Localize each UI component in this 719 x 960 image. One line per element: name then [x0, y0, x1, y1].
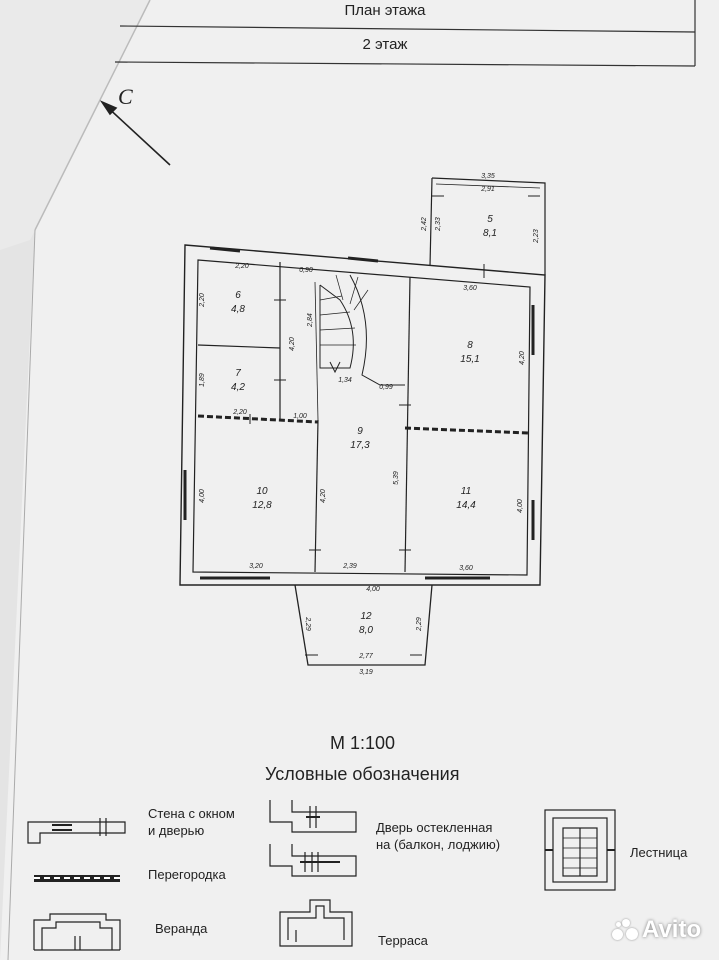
legend-wall-line1: Стена с окном [148, 806, 235, 821]
room-labels: 5 8,1 6 4,8 7 4,2 8 15,1 9 17,3 10 12,8 … [231, 214, 497, 636]
legend-partition-label: Перегородка [148, 867, 226, 882]
dim-label: 4,20 [320, 489, 327, 503]
room-9-num: 9 [357, 426, 363, 437]
dim-label: 4,00 [366, 586, 380, 593]
dim-label: 4,20 [289, 337, 296, 351]
floor-label: 2 этаж [362, 36, 408, 53]
dim-label: 2,20 [234, 263, 249, 270]
dim-label: 1,00 [293, 413, 307, 420]
dim-label: 2,91 [480, 186, 495, 193]
legend-terrace-label: Терраса [378, 933, 428, 948]
legend-wall-line2: и дверью [148, 823, 205, 838]
dim-label: 2,29 [304, 616, 311, 631]
north-label: С [118, 84, 133, 109]
dim-label: 4,00 [199, 489, 206, 503]
dim-label: 2,39 [342, 563, 357, 570]
dim-label: 3,20 [249, 563, 263, 570]
room-12-num: 12 [360, 611, 372, 622]
dim-label: 3,60 [459, 565, 473, 572]
dim-label: 2,20 [199, 293, 206, 308]
avito-logo-icon [612, 919, 638, 941]
room-5-num: 5 [487, 214, 493, 225]
legend-glass-door-line2: на (балкон, лоджию) [376, 837, 501, 852]
dim-label: 0,99 [379, 384, 393, 391]
north-arrow [99, 100, 171, 166]
scale-label: М 1:100 [330, 733, 396, 753]
back-sheet [0, 0, 150, 250]
room-11-area: 14,4 [456, 500, 476, 511]
legend-glass-door-label: Дверь остекленная на (балкон, лоджию) [376, 819, 500, 853]
legend-partition-symbol [34, 875, 120, 882]
room-10-area: 12,8 [252, 500, 272, 511]
room-8-area: 15,1 [460, 354, 479, 365]
dim-label: 2,77 [358, 653, 374, 660]
dim-label: 2,23 [533, 229, 540, 244]
dim-label: 1,34 [338, 377, 352, 384]
legend-stairs-label: Лестница [630, 845, 688, 860]
dim-label: 4,20 [519, 351, 526, 365]
dim-label: 1,89 [199, 373, 206, 387]
legend-stairs-symbol [544, 809, 616, 891]
title-block [114, 0, 696, 67]
dim-label: 4,00 [517, 499, 524, 513]
room-7-num: 7 [235, 368, 241, 379]
legend-wall-symbol [27, 818, 126, 844]
room-7-area: 4,2 [231, 382, 245, 393]
avito-watermark: Avito [612, 916, 701, 944]
legend-veranda-label: Веранда [155, 921, 208, 936]
dim-label: 3,35 [481, 173, 495, 180]
legend-glass-door-line1: Дверь остекленная [376, 820, 493, 835]
dim-label: 2,29 [416, 617, 423, 632]
avito-wordmark: Avito [642, 916, 702, 943]
room-12-area: 8,0 [359, 625, 373, 636]
room-9-area: 17,3 [350, 440, 370, 451]
dim-label: 2,33 [435, 217, 442, 232]
dim-label: 2,20 [232, 409, 247, 416]
room-5-area: 8,1 [483, 228, 497, 239]
legend-terrace-symbol [279, 899, 353, 947]
room-6-area: 4,8 [231, 304, 245, 315]
dim-label: 5,39 [393, 471, 400, 485]
dimension-labels: 3,35 2,91 2,42 2,33 2,23 2,20 0,90 2,20 … [199, 173, 540, 676]
legend-title: Условные обозначения [265, 764, 460, 784]
floor-plan [179, 177, 546, 666]
legend-veranda-symbol [33, 913, 121, 951]
room-11-num: 11 [461, 486, 471, 497]
room-10-num: 10 [256, 486, 268, 497]
dim-label: 2,42 [421, 217, 428, 232]
dim-label: 2,84 [307, 313, 314, 328]
dim-label: 0,90 [299, 267, 313, 274]
plan-title: План этажа [344, 2, 426, 19]
dim-label: 3,60 [463, 285, 477, 292]
dim-label: 3,19 [359, 669, 373, 676]
legend-wall-label: Стена с окном и дверью [148, 805, 235, 839]
legend-glass-door-symbol [269, 800, 357, 877]
room-6-num: 6 [235, 290, 241, 301]
room-8-num: 8 [467, 340, 473, 351]
